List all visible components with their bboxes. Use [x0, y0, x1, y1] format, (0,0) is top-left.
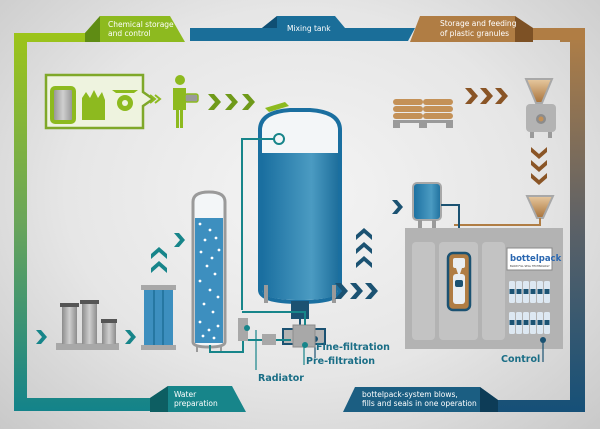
mixing-tank	[241, 102, 342, 358]
bubble	[208, 228, 212, 232]
label-radiator: Radiator	[258, 373, 304, 384]
banner-bottelpack-line1: bottelpack-system blows,	[362, 390, 458, 399]
bubble	[198, 320, 202, 324]
vial-label	[537, 320, 543, 325]
bubble	[213, 272, 217, 276]
bubble	[216, 295, 220, 299]
chevrons-brown-down	[531, 147, 547, 185]
label-pre-filtration: Pre-filtration	[306, 356, 375, 367]
tank-lid-icon	[265, 102, 289, 112]
vial-label	[523, 289, 529, 294]
worker-icon	[173, 75, 199, 128]
chevron-navy-single	[392, 200, 403, 214]
bubble	[208, 288, 212, 292]
vial-grid	[509, 281, 550, 334]
chevron-small-icon	[149, 94, 162, 104]
scale-icon	[112, 90, 138, 111]
water-prep-filters	[36, 300, 136, 350]
banner-chemical-line1: Chemical storage	[108, 20, 174, 29]
vial-label	[537, 289, 543, 294]
pallet-granules	[393, 99, 453, 128]
banner-mixing-line1: Mixing tank	[287, 24, 331, 33]
banner-granules: Storage and feeding of plastic granules	[410, 16, 585, 42]
banner-mixing: Mixing tank	[262, 16, 345, 41]
drum-icon	[50, 86, 76, 124]
chevrons-green	[208, 94, 255, 110]
bubble	[211, 310, 215, 314]
granule-dryer	[524, 78, 556, 138]
pre-filter-unit	[242, 311, 316, 365]
chevrons-navy-right	[335, 283, 378, 299]
bubble	[198, 279, 202, 283]
bubble	[212, 336, 216, 340]
label-fine-filtration: Fine-filtration	[316, 342, 390, 353]
banner-granules-line1: Storage and feeding	[440, 19, 517, 28]
vial-label	[516, 320, 522, 325]
chemical-storage-box	[44, 73, 162, 130]
vial-label	[544, 320, 550, 325]
membrane-filter	[141, 233, 185, 350]
vial-label	[544, 289, 550, 294]
vial-label	[509, 289, 515, 294]
bubble	[205, 264, 209, 268]
bubble	[207, 328, 211, 332]
label-control: Control	[501, 354, 540, 365]
bubble	[214, 236, 218, 240]
banner-water-line2: preparation	[174, 399, 218, 408]
bubble	[210, 256, 214, 260]
bubble	[216, 324, 220, 328]
radiator-unit	[238, 318, 291, 370]
bubble	[202, 302, 206, 306]
bubble	[198, 222, 202, 226]
bottelpack-brand: bottelpack	[510, 254, 562, 264]
bottelpack-tagline: BLOW FILL SEAL TECHNOLOGY	[510, 264, 550, 268]
vial-label	[530, 320, 536, 325]
banner-bottelpack: bottelpack-system blows, fills and seals…	[343, 387, 498, 412]
bubble	[203, 238, 207, 242]
vial-label	[516, 289, 522, 294]
vial-label	[530, 289, 536, 294]
vial-label	[509, 320, 515, 325]
banner-water-line1: Water	[174, 390, 197, 399]
bubble	[217, 248, 221, 252]
bubble	[201, 334, 205, 338]
banner-water: Water preparation	[150, 386, 246, 412]
bottelpack-logo	[506, 247, 553, 271]
vial-label	[523, 320, 529, 325]
bubble	[199, 250, 203, 254]
banner-chemical: Chemical storage and control	[85, 16, 185, 42]
sacks-icon	[82, 90, 105, 120]
chevrons-navy-up	[356, 228, 372, 268]
bottelpack-machine: bottelpack BLOW FILL SEAL TECHNOLOGY	[405, 182, 563, 362]
banner-bottelpack-line2: fills and seals in one operation	[362, 399, 477, 408]
hopper	[454, 195, 555, 226]
banner-granules-line2: of plastic granules	[440, 29, 509, 38]
water-column	[191, 190, 244, 353]
frame-right	[370, 28, 585, 412]
banner-chemical-line2: and control	[108, 29, 151, 38]
chevrons-brown	[465, 88, 508, 104]
